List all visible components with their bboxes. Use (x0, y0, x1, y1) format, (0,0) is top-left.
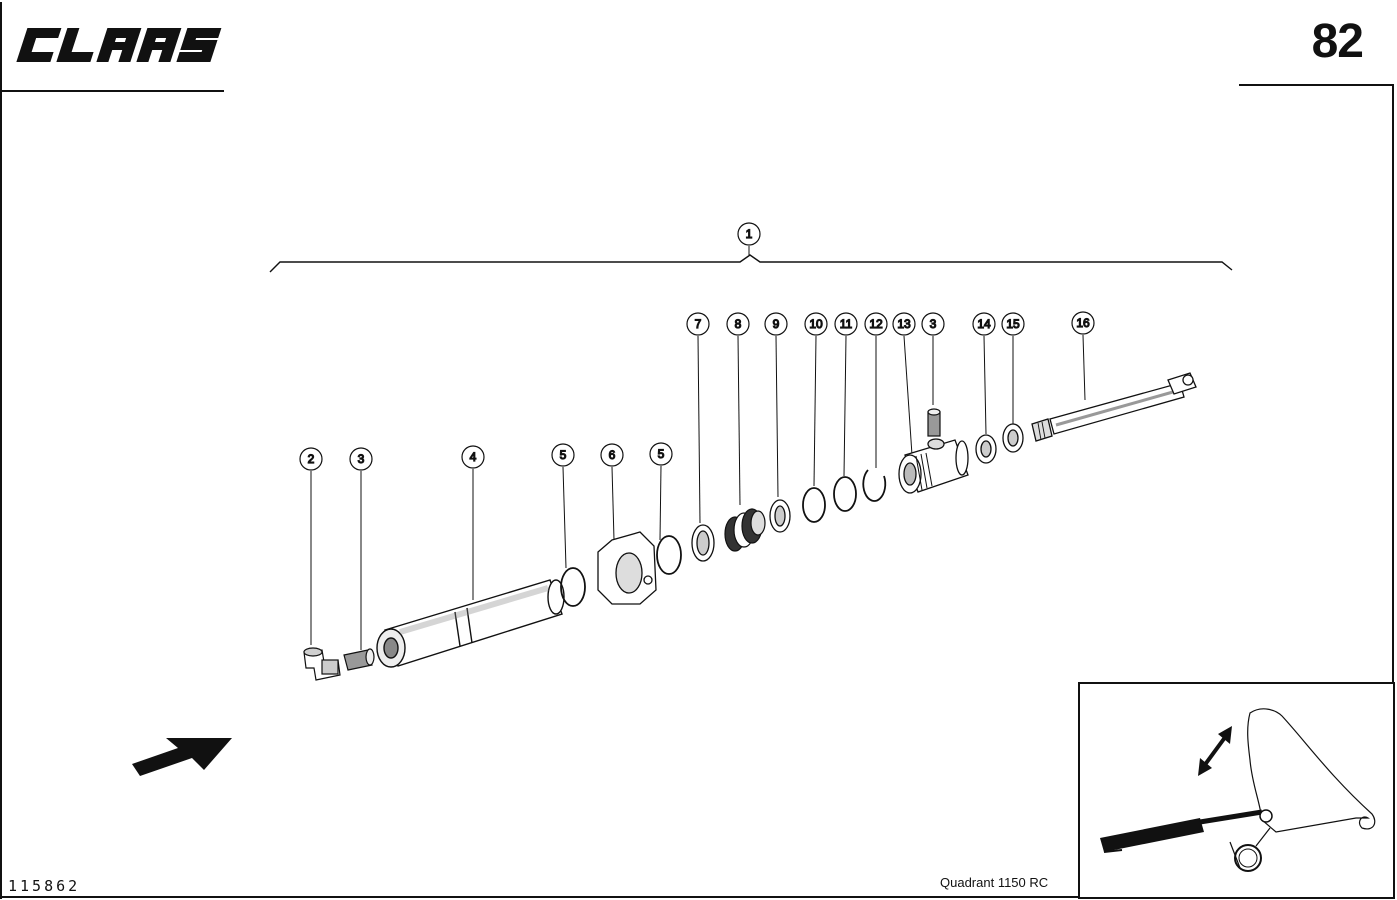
svg-text:10: 10 (809, 317, 823, 331)
guide-ring-part (769, 499, 791, 533)
callout-3-second: 3 (921, 312, 945, 336)
bushing-part (691, 524, 715, 562)
cylinder-tube-part (376, 579, 565, 668)
callout-4: 4 (461, 445, 485, 469)
callout-15: 15 (1001, 312, 1025, 336)
elbow-fitting-part (303, 647, 341, 681)
model-label: Quadrant 1150 RC (940, 875, 1049, 890)
drawing-number: 115862 (8, 877, 81, 895)
svg-text:5: 5 (560, 448, 567, 462)
svg-text:4: 4 (470, 450, 477, 464)
callout-5: 5 (551, 443, 575, 467)
svg-text:7: 7 (695, 317, 702, 331)
leader-lines (310, 246, 1086, 650)
svg-text:13: 13 (897, 317, 911, 331)
svg-text:3: 3 (358, 452, 365, 466)
callout-7: 7 (686, 312, 710, 336)
cylinder-head-part (898, 438, 969, 494)
svg-text:6: 6 (609, 448, 616, 462)
callouts: 1 2 3 4 5 6 5 7 8 9 10 11 12 13 3 14 15 … (299, 222, 1095, 471)
callout-3: 3 (349, 447, 373, 471)
o-ring-part (656, 535, 682, 575)
callout-14: 14 (972, 312, 996, 336)
callout-13: 13 (892, 312, 916, 336)
svg-text:8: 8 (735, 317, 742, 331)
svg-text:5: 5 (658, 447, 665, 461)
piston-seal-part (724, 508, 766, 552)
svg-text:2: 2 (308, 452, 315, 466)
svg-text:1: 1 (746, 227, 753, 241)
nipple-fitting-part (343, 648, 375, 671)
callout-9: 9 (764, 312, 788, 336)
o-ring-part (560, 567, 586, 607)
svg-text:3: 3 (930, 317, 937, 331)
callout-2: 2 (299, 447, 323, 471)
callout-6: 6 (600, 443, 624, 467)
svg-text:11: 11 (840, 317, 853, 331)
svg-text:16: 16 (1076, 316, 1090, 330)
seal-ring-part (802, 487, 826, 523)
clamp-bracket-part (597, 531, 657, 605)
assembly-bracket (269, 254, 1233, 273)
scraper-part (1002, 423, 1024, 453)
callout-1: 1 (737, 222, 761, 246)
claas-logo (16, 28, 222, 62)
snap-ring-part (862, 469, 887, 502)
callout-5-second: 5 (649, 442, 673, 466)
piston-rod-part (1031, 372, 1197, 442)
location-inset (1078, 682, 1395, 899)
page-number: 82 (1311, 15, 1364, 68)
svg-text:9: 9 (773, 317, 780, 331)
svg-text:14: 14 (977, 317, 991, 331)
wiper-part (975, 434, 997, 464)
callout-10: 10 (804, 312, 828, 336)
seal-ring-part (833, 476, 857, 512)
callout-12: 12 (864, 312, 888, 336)
svg-text:12: 12 (869, 317, 883, 331)
grease-nipple-part (927, 408, 941, 437)
svg-text:15: 15 (1006, 317, 1020, 331)
callout-8: 8 (726, 312, 750, 336)
direction-arrow-icon (132, 738, 232, 776)
callout-16: 16 (1071, 311, 1095, 335)
callout-11: 11 (834, 312, 858, 336)
